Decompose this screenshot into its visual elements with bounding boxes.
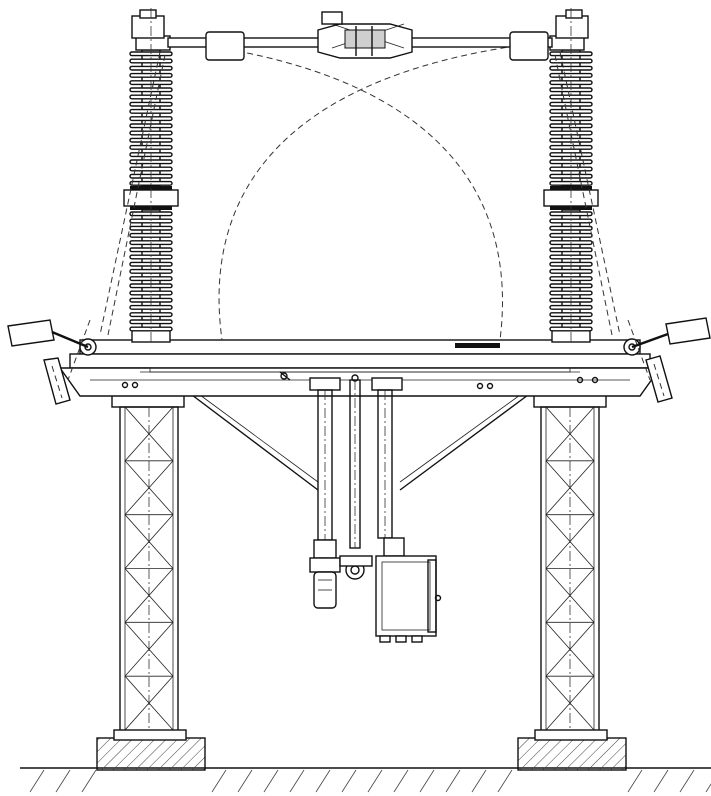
disconnector-blade [167,11,553,61]
lattice-support-column-left [111,394,187,741]
insulator-column-left [123,8,179,345]
lattice-brace [545,406,595,462]
ground-hatch-stroke [315,769,331,793]
lattice-brace [124,406,174,462]
lattice-brace [124,514,174,569]
lattice-brace [545,675,595,731]
foundation-left [96,737,206,771]
motor-drive [309,539,373,609]
ground-hatch-stroke [627,769,643,793]
ground-hatch-stroke [81,769,97,793]
insulator-shed [129,304,173,310]
insulator-shed [129,268,173,274]
lattice-brace [545,622,595,677]
ground-hatch-stroke [705,783,711,793]
operating-rods [279,371,403,549]
foundation-right [517,737,627,771]
lattice-brace [545,568,595,623]
ground-hatch-stroke [55,769,71,793]
ground-hatch-stroke [471,769,487,793]
lattice-brace [124,622,174,677]
ground-hatch-stroke [367,769,383,793]
ground-hatch-stroke [653,769,669,793]
lattice-brace [124,568,174,623]
ground-hatch-stroke [263,769,279,793]
insulator-shed [129,232,173,238]
ground-hatch-stroke [211,769,227,793]
ground-hatch-stroke [445,769,461,793]
ground-hatch-stroke [237,769,253,793]
insulator-shed [549,304,593,310]
ground-hatch-stroke [29,769,45,793]
ground-hatch-stroke [341,769,357,793]
ground-hatch-stroke [393,769,409,793]
lattice-brace [124,675,174,731]
ground-hatch-stroke [497,769,513,793]
operating-mechanism-box [375,537,442,643]
frame-braces [191,394,529,491]
ground-hatch-stroke [679,769,695,793]
ground-line [20,767,711,793]
blade-swing-arcs [99,41,621,341]
ground-hatch-stroke [289,769,305,793]
lattice-support-column-right [533,394,608,741]
lattice-brace [545,514,595,569]
earthing-arm-right [627,317,711,403]
insulator-shed [549,268,593,274]
lattice-brace [124,460,174,515]
ground-hatch-stroke [419,769,435,793]
earthing-arm-left [7,319,91,405]
insulator-column-right [543,8,599,345]
lattice-brace [545,460,595,515]
insulator-shed [549,232,593,238]
